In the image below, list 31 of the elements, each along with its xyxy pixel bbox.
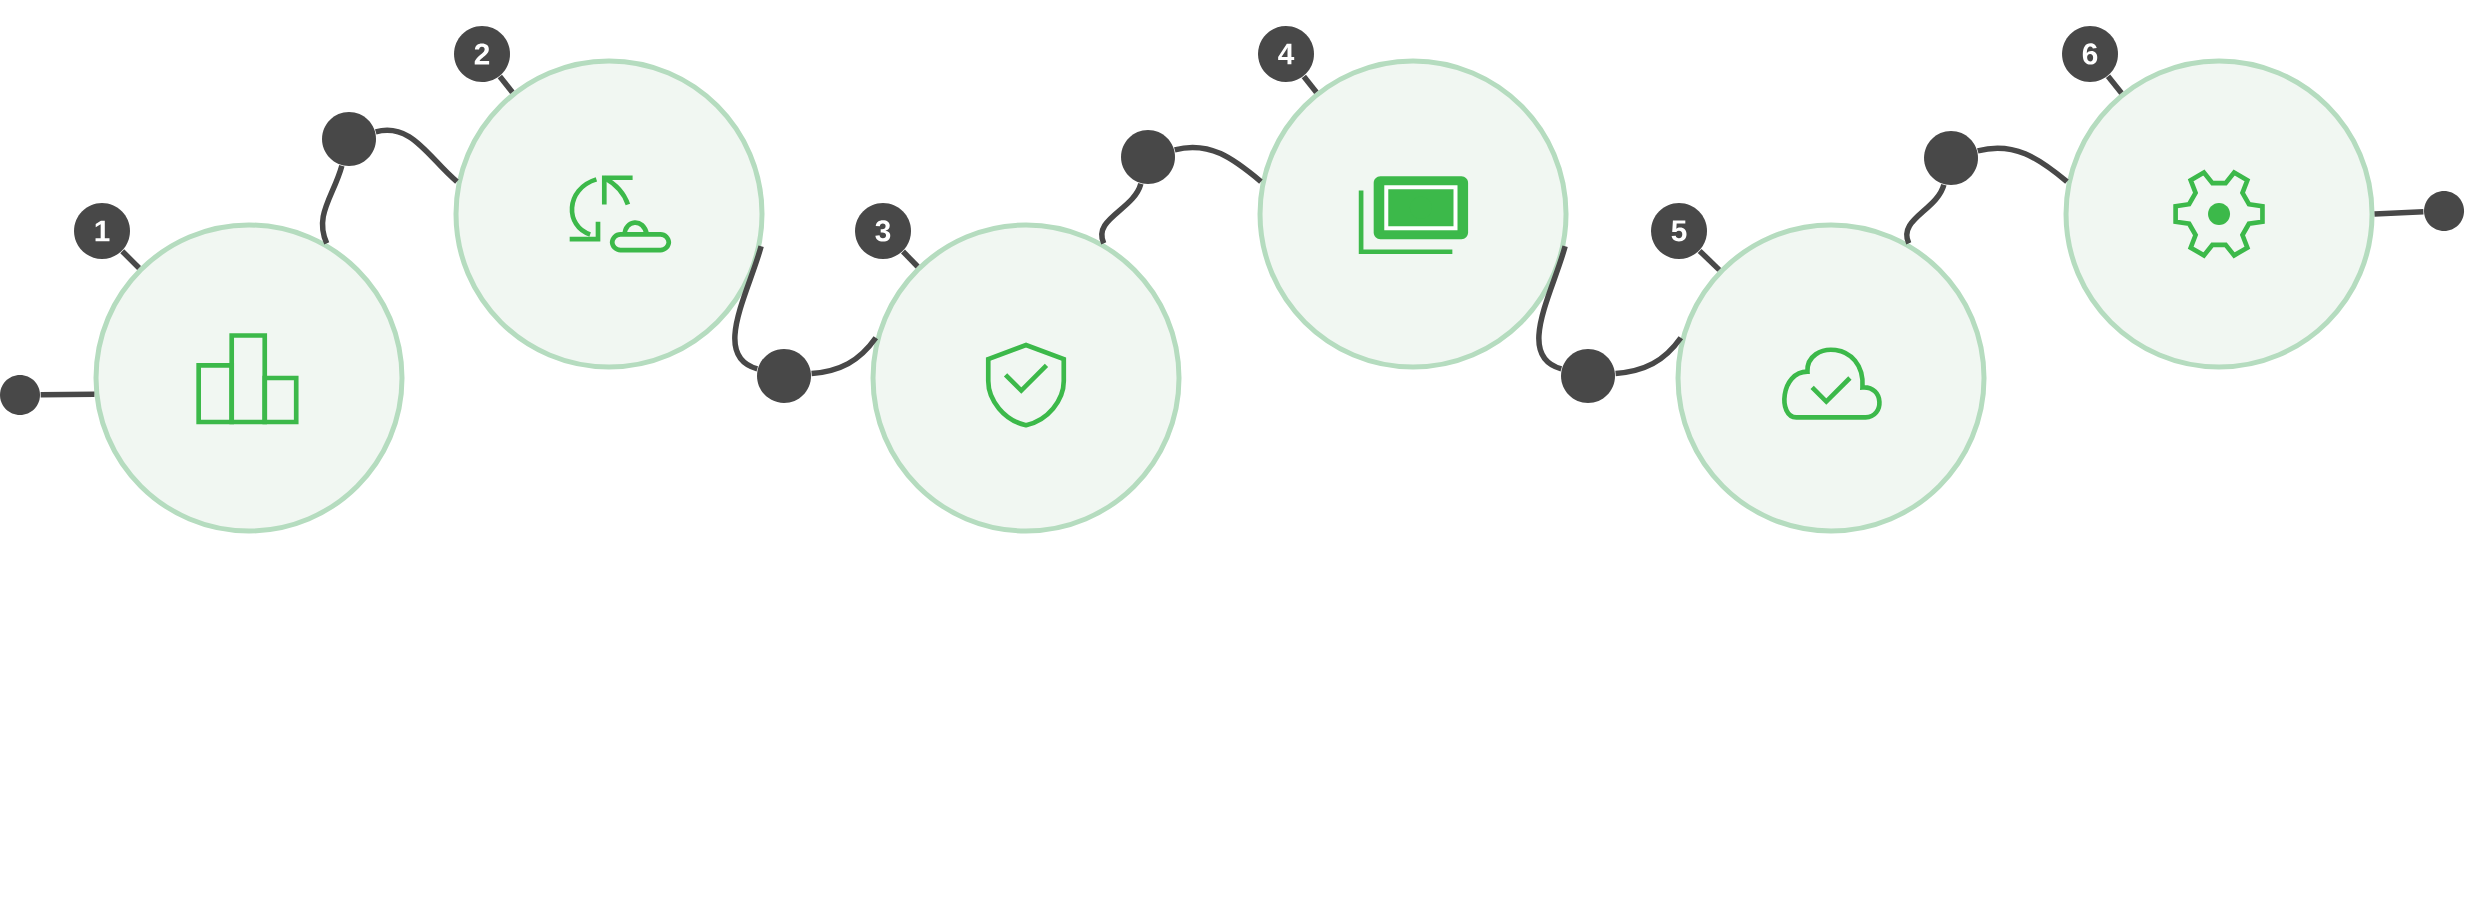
leader-line <box>1301 74 1319 94</box>
connector-dot <box>0 375 40 415</box>
connector-dot <box>1561 349 1615 403</box>
connector-line <box>2374 209 2424 217</box>
connector-dot <box>757 349 811 403</box>
leader-line <box>497 74 515 94</box>
connector-line <box>811 336 879 377</box>
number-badge: 4 <box>1258 25 1314 82</box>
connector-line <box>1977 145 2069 184</box>
connector-line <box>1615 336 1684 377</box>
connector-line <box>1099 182 1144 245</box>
number-badge: 6 <box>2062 25 2118 82</box>
connector-line <box>1174 144 1263 184</box>
connector-dot <box>2424 190 2465 231</box>
step-circle <box>93 222 405 534</box>
connector-line <box>40 391 95 398</box>
connector-line <box>319 164 345 245</box>
connector-dot <box>1924 131 1978 185</box>
step-circle <box>870 222 1182 534</box>
leader-line <box>2105 74 2124 95</box>
connector-dot <box>1121 130 1175 184</box>
number-badge: 2 <box>454 25 510 82</box>
connector-line <box>1904 183 1947 245</box>
number-badge: 5 <box>1651 203 1708 259</box>
leader-line <box>1697 248 1722 272</box>
number-badge: 1 <box>74 203 130 259</box>
number-badge: 3 <box>855 203 911 259</box>
leader-line <box>120 249 141 270</box>
leader-line <box>901 249 920 269</box>
connector-line <box>375 127 459 184</box>
connector-dot <box>322 112 376 166</box>
